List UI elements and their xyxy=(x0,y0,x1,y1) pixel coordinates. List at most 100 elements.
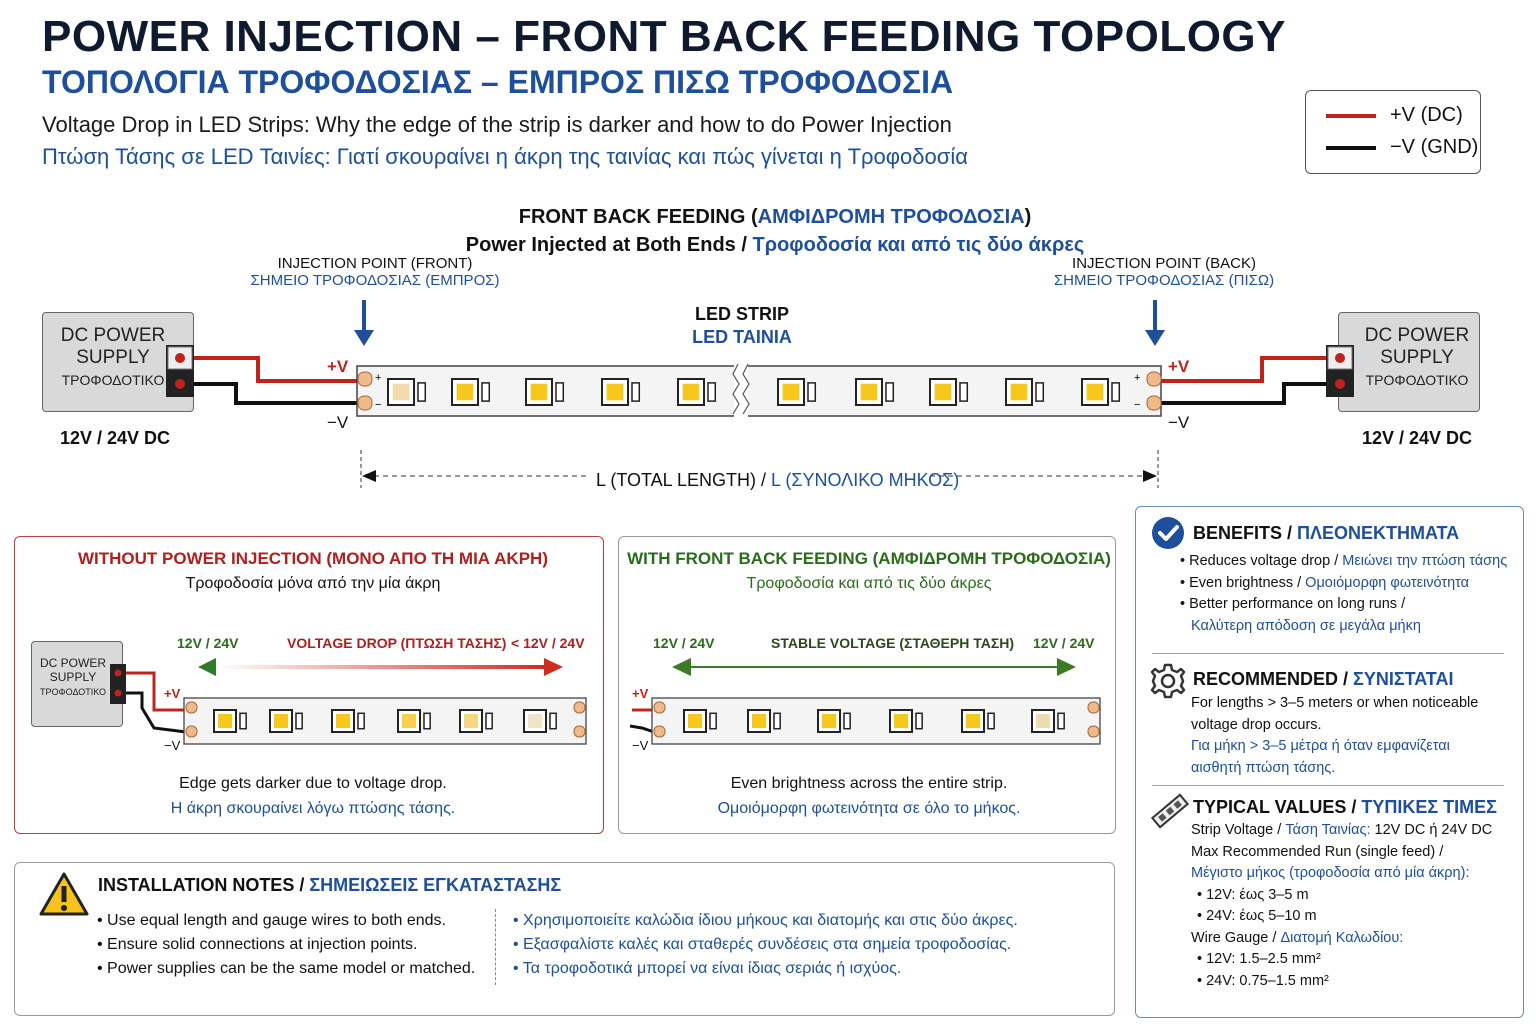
typical-strip-value: 12V DC ή 24V DC xyxy=(1374,822,1493,838)
resistor xyxy=(481,382,491,402)
page-subtitle-greek: ΤΟΠΟΛΟΓΙΑ ΤΡΟΦΟΔΟΣΙΑΣ – ΕΜΠΡΟΣ ΠΙΣΩ ΤΡΟΦ… xyxy=(42,64,954,100)
negative-wire-swatch xyxy=(1326,145,1376,150)
without-arrow-start xyxy=(198,658,216,676)
benefit-item: • Better performance on long runs / xyxy=(1180,596,1406,612)
with-led-strip xyxy=(651,697,1101,745)
with-panel-title: WITH FRONT BACK FEEDING (ΑΜΦΙΔΡΟΜΗ ΤΡΟΦΟ… xyxy=(627,549,1111,568)
notes-list-gr: • Χρησιμοποιείτε καλώδια ίδιου μήκους κα… xyxy=(513,909,1018,981)
main-title-en: FRONT BACK FEEDING ( xyxy=(518,206,758,228)
led-emitter xyxy=(751,713,767,729)
led-emitter xyxy=(1086,383,1104,401)
back-injection-arrowhead xyxy=(1145,330,1165,346)
led-emitter xyxy=(527,713,543,729)
with-feeding-diagram: +V −V xyxy=(629,658,1101,753)
psu-left-line1: DC POWER xyxy=(60,325,166,346)
without-positive-wire xyxy=(126,671,186,712)
led-emitter xyxy=(530,383,548,401)
recommended-title: RECOMMENDED / ΣΥΝΙΣΤΑΤΑΙ xyxy=(1193,669,1453,690)
resistor xyxy=(555,382,565,402)
benefits-title-gr: ΠΛΕΟΝΕΚΤΗΜΑΤΑ xyxy=(1297,523,1460,543)
recommended-text: For lengths > 3–5 meters or when noticea… xyxy=(1191,693,1478,779)
without-back-pad-neg xyxy=(573,725,586,738)
legend-positive-label: +V (DC) xyxy=(1390,104,1463,126)
back-pad-positive xyxy=(1146,371,1162,387)
without-arrow-end xyxy=(544,658,563,676)
main-diagram-title: FRONT BACK FEEDING (ΑΜΦΙΔΡΟΜΗ ΤΡΟΦΟΔΟΣΙΑ… xyxy=(0,206,1536,229)
without-led-strip xyxy=(183,697,587,745)
with-right-voltage: 12V / 24V xyxy=(1033,635,1095,651)
front-minus-label: −V xyxy=(327,413,349,432)
benefit-item-gr: Καλύτερη απόδοση σε μεγάλα μήκη xyxy=(1191,617,1421,634)
led-emitter xyxy=(893,713,909,729)
resistor xyxy=(773,712,781,730)
typical-maxrun-gr: Μέγιστο μήκος (τροφοδοσία από μία άκρη): xyxy=(1191,865,1470,881)
benefit-item-gr: Μειώνει την πτώση τάσης xyxy=(1342,553,1508,569)
without-led-chips xyxy=(213,709,557,733)
led-emitter xyxy=(273,713,289,729)
typical-title-en: TYPICAL VALUES / xyxy=(1193,797,1362,817)
recommended-title-gr: ΣΥΝΙΣΤΑΤΑΙ xyxy=(1353,669,1454,689)
led-emitter xyxy=(687,713,703,729)
recommended-title-en: RECOMMENDED / xyxy=(1193,669,1354,689)
main-subtitle-en: Power Injected at Both Ends / xyxy=(465,234,753,256)
without-negative-wire xyxy=(126,691,187,734)
without-psu-line2: SUPPLY xyxy=(49,670,97,684)
typical-strip-voltage: Strip Voltage / Τάση Ταινίας: 12V DC ή 2… xyxy=(1191,820,1492,842)
led-emitter xyxy=(335,713,351,729)
typical-values-list: Strip Voltage / Τάση Ταινίας: 12V DC ή 2… xyxy=(1191,820,1492,992)
without-psu-line1: DC POWER xyxy=(40,656,106,670)
without-voltage-drop-label: VOLTAGE DROP (ΠΤΩΣΗ ΤΑΣΗΣ) xyxy=(287,635,507,651)
front-positive-wire xyxy=(194,356,360,383)
legend-negative-label: −V (GND) xyxy=(1390,136,1479,158)
without-psu-line3: ΤΡΟΦΟΔΟΤΙΚΟ xyxy=(39,687,107,697)
front-plus-label: +V xyxy=(327,357,349,376)
led-emitter xyxy=(606,383,624,401)
with-panel-subtitle: Τροφοδοσία και από τις δύο άκρες xyxy=(746,575,992,592)
psu-left-voltage: 12V / 24V DC xyxy=(60,428,171,448)
typical-wire-gauge: Wire Gauge / Διατομή Καλωδίου: xyxy=(1191,928,1492,950)
main-psu-right: DC POWER SUPPLY ΤΡΟΦΟΔΟΤΙΚΟ xyxy=(1338,312,1480,412)
note-en-item: • Ensure solid connections at injection … xyxy=(97,936,418,953)
led-chip xyxy=(525,378,553,406)
main-title-close: ) xyxy=(1024,206,1032,228)
psu-left-line3: ΤΡΟΦΟΔΟΤΙΚΟ xyxy=(61,372,165,388)
recommended-en-line2: voltage drop occurs. xyxy=(1191,716,1322,733)
without-injection-diagram: +V −V xyxy=(110,658,587,753)
legend-positive: +V (DC) xyxy=(1326,104,1463,127)
strip-break-mark-left xyxy=(732,363,740,415)
psu-right-positive-screw xyxy=(1335,353,1345,363)
gear-icon xyxy=(1150,663,1186,699)
notes-title-gr: ΣΗΜΕΙΩΣΕΙΣ ΕΓΚΑΤΑΣΤΑΣΗΣ xyxy=(309,875,562,895)
led-emitter xyxy=(463,713,479,729)
installation-notes-title: INSTALLATION NOTES / ΣΗΜΕΙΩΣΕΙΣ ΕΓΚΑΤΑΣΤ… xyxy=(98,875,561,896)
benefit-item-gr: Ομοιόμορφη φωτεινότητα xyxy=(1305,574,1470,591)
typical-gauge-en: Wire Gauge / xyxy=(1191,929,1281,946)
note-gr-item: • Εξασφαλίστε καλές και σταθερές συνδέσε… xyxy=(513,936,1012,953)
description-greek: Πτώση Τάσης σε LED Ταινίες: Γιατί σκουρα… xyxy=(42,144,968,169)
led-emitter xyxy=(217,713,233,729)
note-en-item: • Use equal length and gauge wires to bo… xyxy=(97,912,446,929)
back-injection-label-gr: ΣΗΜΕΙΟ ΤΡΟΦΟΔΟΣΙΑΣ (ΠΙΣΩ) xyxy=(1053,272,1275,289)
strip-break-mark-right xyxy=(742,363,750,415)
led-emitter xyxy=(965,713,981,729)
notes-list-en: • Use equal length and gauge wires to bo… xyxy=(97,909,475,981)
recommended-gr-line1: Για μήκη > 3–5 μέτρα ή όταν εμφανίζεται xyxy=(1191,738,1450,754)
back-pad-negative xyxy=(1146,395,1162,411)
resistor xyxy=(417,382,427,402)
strip-break-gap xyxy=(734,362,748,420)
without-front-pad-pos xyxy=(185,701,198,714)
led-emitter xyxy=(456,383,474,401)
without-panel-subtitle: Τροφοδοσία μόνα από την μία άκρη xyxy=(185,575,441,592)
led-strip-label-en: LED STRIP xyxy=(694,304,789,324)
back-injection-label-en: INJECTION POINT (BACK) xyxy=(1072,255,1256,272)
back-pad-plus-sign: + xyxy=(1134,372,1140,384)
resistor xyxy=(357,712,365,730)
resistor xyxy=(485,712,493,730)
with-caption-en: Even brightness across the entire strip. xyxy=(730,775,1008,792)
divider xyxy=(1152,653,1504,654)
psu-left-positive-screw xyxy=(175,353,185,363)
typical-gauge-gr: Διατομή Καλωδίου: xyxy=(1280,929,1404,946)
without-caption-gr: Η άκρη σκουραίνει λόγω πτώσης τάσης. xyxy=(170,800,456,817)
benefits-title-en: BENEFITS / xyxy=(1193,523,1298,543)
with-back-pad-pos xyxy=(1087,701,1100,714)
